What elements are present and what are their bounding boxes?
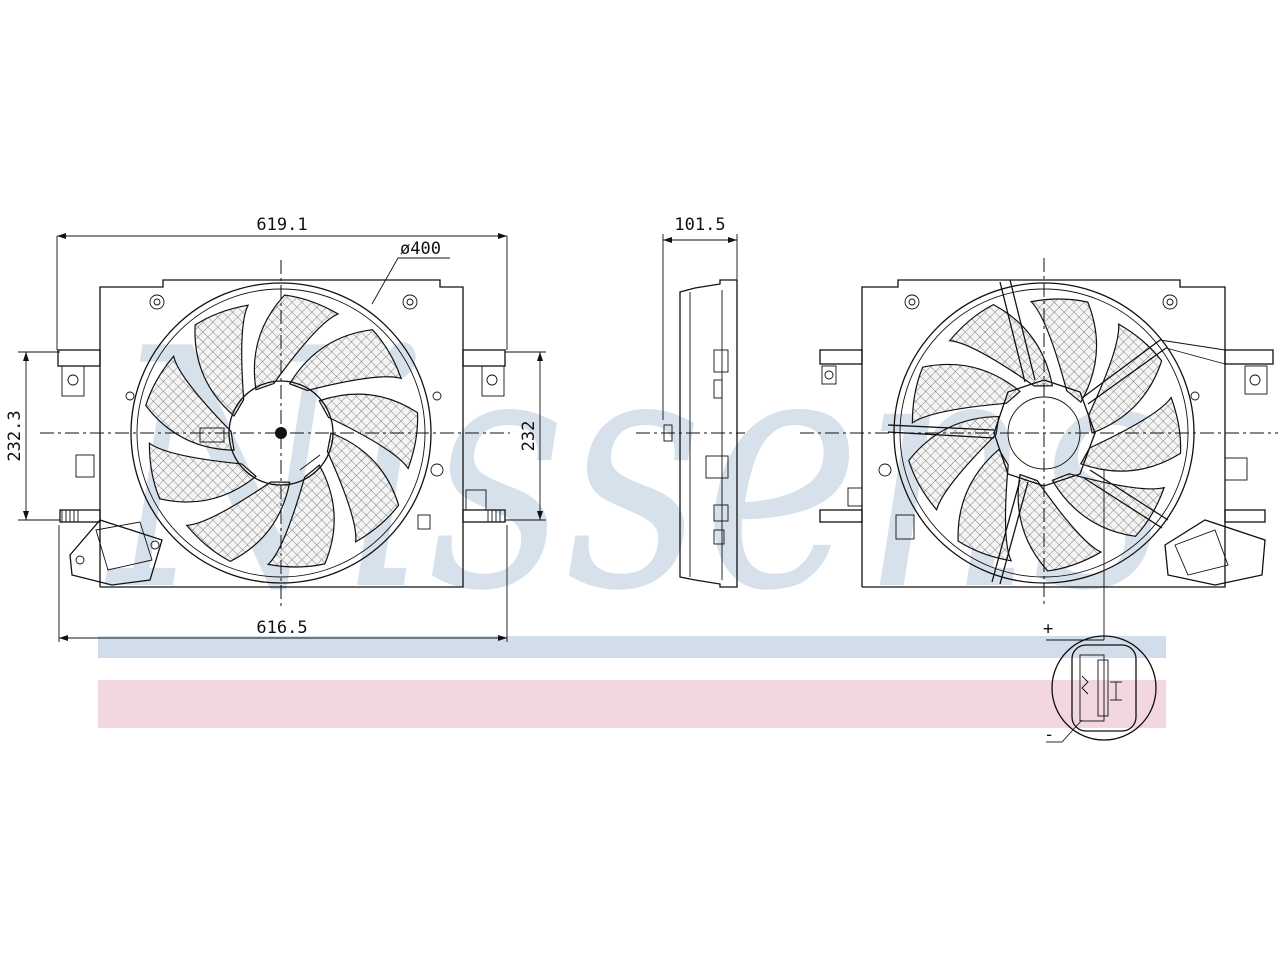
- connector-plus-label: +: [1043, 619, 1053, 639]
- dim-bottom-width: 616.5: [256, 618, 307, 638]
- connector-minus-label: -: [1044, 725, 1054, 745]
- rear-fan-blades: [908, 298, 1182, 572]
- fan-blade: [194, 304, 250, 417]
- dim-right-height: 232: [519, 421, 539, 452]
- dim-fan-diameter: ø400: [400, 239, 441, 259]
- fan-blade: [185, 481, 291, 563]
- rear-view: [800, 258, 1278, 640]
- fan-blade: [318, 393, 419, 470]
- front-tab-right-lower: [462, 509, 506, 523]
- connector-detail: + -: [1043, 619, 1157, 745]
- rear-shroud-outline: [861, 279, 1226, 588]
- front-tab-left-upper: [57, 349, 101, 367]
- dim-left-height: 232.3: [5, 410, 25, 461]
- front-screw-boss: [402, 294, 418, 310]
- fan-blade: [266, 464, 335, 568]
- fan-blade: [1029, 298, 1098, 404]
- fan-blade: [1087, 323, 1163, 434]
- watermark-blue-bar: [98, 636, 1166, 658]
- watermark-pink-bar: [98, 680, 1166, 728]
- fan-blade: [948, 303, 1054, 387]
- front-fan-blades: [145, 294, 419, 568]
- front-view: 619.1 616.5 232.3 232 ø400: [5, 215, 546, 642]
- dim-top-width: 619.1: [256, 215, 307, 235]
- fan-blade: [326, 432, 400, 544]
- front-shroud-outline: [99, 279, 464, 588]
- fan-blade: [148, 441, 257, 503]
- fan-blade: [288, 329, 403, 392]
- side-view: 101.5: [636, 215, 745, 588]
- fan-blade: [911, 363, 1021, 424]
- fan-blade: [1017, 473, 1103, 572]
- dim-depth: 101.5: [674, 215, 725, 235]
- front-tab-left-lower: [59, 509, 101, 523]
- fan-blade: [957, 448, 1013, 562]
- front-connector-housing: [69, 519, 163, 586]
- front-screw-boss: [149, 294, 165, 310]
- front-hub-center: [275, 427, 287, 439]
- fan-blade: [1079, 396, 1182, 472]
- connector-circle: [1051, 635, 1157, 741]
- fan-blade: [253, 294, 340, 391]
- front-fan-ring: [130, 282, 432, 584]
- fan-blade: [1051, 473, 1166, 537]
- side-shroud-outline: [679, 279, 738, 588]
- fan-blade: [908, 415, 1000, 512]
- fan-blade: [145, 354, 235, 451]
